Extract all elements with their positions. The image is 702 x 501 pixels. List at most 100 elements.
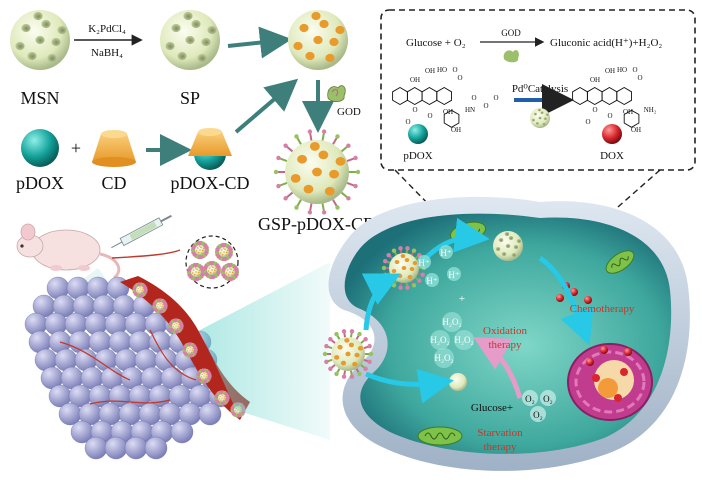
atom-label: O [637,74,642,82]
dox-molecule [600,346,608,354]
atom-label: OH [410,76,420,84]
atom-label: OH [590,76,600,84]
injection-line [112,250,180,258]
tumor-cell: H⁺ H⁺ H⁺ H⁺ + H₂O₂ H₂O₂ H₂O₂ H₂O₂ Oxidat… [323,197,690,471]
pdox-cd-label: pDOX-CD [171,173,250,193]
inset-god-icon [504,50,519,62]
atom-label: OH [451,126,461,134]
sp-cd-particle [288,10,348,70]
atom-label: O [585,118,590,126]
h2o2-4: H₂O₂ [434,353,453,363]
zoom-line-right [610,170,660,214]
dox-molecule [586,358,594,366]
dox-molecule [624,348,632,356]
inset-sp-particle [530,108,550,128]
synthesis-scheme: MSN K₂PdCl₄ NaBH₄ SP GOD GSP-pDOX-CD pDO… [10,10,376,234]
atom-label: O [471,94,476,102]
cd-label: CD [101,173,126,193]
o2-3: O₂ [533,410,543,420]
atom-label: OH [443,108,453,116]
plus-sign: + [71,138,81,158]
pdox-sphere [21,129,59,167]
tumor-cell-sphere [125,437,147,459]
atom-label: O [632,66,637,74]
atom-label: O [412,106,417,114]
god-enzyme-icon [328,86,346,102]
god-label: GOD [337,106,361,118]
vessel-nanoparticle [196,368,211,383]
inset-pdox-label: pDOX [403,150,432,162]
vessel-nanoparticle [132,282,147,297]
gsp-pdox-cd-particle [274,129,360,214]
vessel-nanoparticle [182,342,197,357]
sp-label: SP [180,88,200,108]
atom-label: O [427,112,432,120]
atom-label: O [405,118,410,126]
h-plus-2: H⁺ [440,248,451,258]
tumor-cell-sphere [105,437,127,459]
mouse-illustration [17,224,119,278]
tumor-region [25,262,330,459]
atom-label: HO [617,66,627,74]
mitochondrion-bottom [418,427,462,445]
starved-nanoparticle [449,373,467,391]
zoom-nanoparticle [203,261,221,279]
chemotherapy-label: Chemotherapy [570,303,635,315]
msn-label: MSN [20,88,59,108]
glucose-label: Glucose+ [471,402,513,414]
h-plus-3: H⁺ [426,276,437,286]
zoom-nanoparticle [187,263,205,281]
zoom-nanoparticle [221,263,239,281]
h2o2-3: H₂O₂ [454,335,473,345]
tumor-cell-sphere [85,437,107,459]
starvation-therapy-line1: Starvation [477,427,523,439]
h-plus-4: H⁺ [448,270,459,280]
syringe [110,212,174,251]
atom-label: OH [425,67,435,75]
pdox-label: pDOX [16,173,64,193]
dox-molecule [556,294,564,302]
vessel-nanoparticle [214,390,229,405]
equation-reactants: Glucose + O₂ [406,37,466,49]
h-plus-1: H⁺ [418,258,429,268]
equation-products: Gluconic acid(H⁺)+H₂O₂ [550,37,662,49]
h2o2-2: H₂O₂ [430,335,449,345]
pdox-cd-complex [188,128,232,170]
vessel-nanoparticle [152,298,167,313]
inset-dox-label: DOX [600,150,624,162]
catalysis-label: Pd⁰Catalysis [512,83,568,95]
atom-label: O [607,112,612,120]
atom-label: OH [605,67,615,75]
inset-pdox-sphere [408,124,428,144]
atom-label: NH₂ [644,106,657,114]
atom-label: O [592,106,597,114]
tumor-cell-sphere [199,403,221,425]
atom-label: OH [623,108,633,116]
degraded-nanoparticle [493,231,523,261]
nucleus-organelle [568,344,652,420]
atom-label: O [493,94,498,102]
atom-label: HN [465,106,475,114]
atom-label: O [457,74,462,82]
h2o2-1: H₂O₂ [442,317,461,327]
starvation-therapy-line2: therapy [484,441,517,453]
sp-to-composite-arrow [228,40,284,46]
oxidation-therapy-line1: Oxidation [483,325,527,337]
o2-1: O₂ [525,394,535,404]
cell-plus-sign: + [459,293,465,305]
sp-particle [160,10,220,70]
oxidation-therapy-line2: therapy [489,339,522,351]
zoom-nanoparticle [215,243,233,261]
atom-label: O [452,66,457,74]
reagent-k2pdcl4: K₂PdCl₄ [88,23,126,35]
tumor-cell-sphere [171,421,193,443]
inset-dox-sphere [602,124,622,144]
cd-cone [92,130,136,167]
atom-label: HO [437,66,447,74]
atom-label: O [483,102,488,110]
reaction-inset: Glucose + O₂ GOD Gluconic acid(H⁺)+H₂O₂ … [381,10,695,214]
pdoxcd-to-composite-arrow [236,84,292,132]
tumor-cell-sphere [145,437,167,459]
